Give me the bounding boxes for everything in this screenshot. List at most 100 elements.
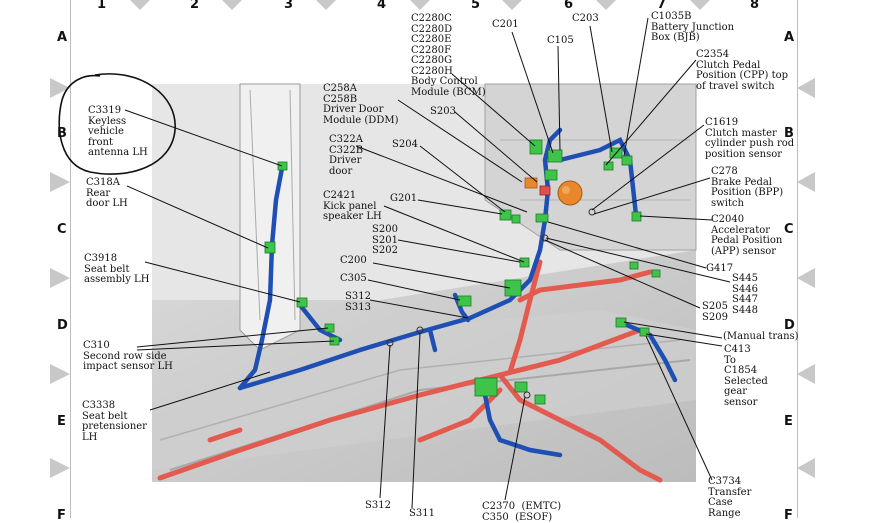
row-left-a: A <box>57 30 67 45</box>
label-line: LH <box>82 433 147 444</box>
label-line: vehicle <box>88 127 148 138</box>
label-c2370: C2370 (EMTC)C350 (ESOF) <box>482 502 561 523</box>
label-line: C258A <box>323 84 398 95</box>
label-line: Pedal Position <box>711 236 782 247</box>
label-line: G201 <box>390 194 417 205</box>
label-c200: C200 <box>340 256 367 267</box>
row-right-c: C <box>784 222 794 237</box>
label-line: S200 <box>372 225 398 236</box>
label-line: cylinder push rod <box>705 139 794 150</box>
label-line: S312 <box>345 292 371 303</box>
label-s204: S204 <box>392 140 418 151</box>
label-line: C322A <box>329 135 363 146</box>
label-line: C2370 (EMTC) <box>482 502 561 513</box>
row-left-c: C <box>57 222 67 237</box>
label-line: C2280C <box>411 14 486 25</box>
label-line: C203 <box>572 14 599 25</box>
label-c305: C305 <box>340 274 367 285</box>
label-line: S447 <box>732 295 758 306</box>
row-left-d: D <box>57 318 68 333</box>
label-line: C1619 <box>705 118 794 129</box>
label-line: C318A <box>86 178 128 189</box>
row-left-e: E <box>57 414 66 429</box>
label-line: C3338 <box>82 401 147 412</box>
label-line: Driver <box>329 156 363 167</box>
label-line: Module (BCM) <box>411 88 486 99</box>
label-line: S313 <box>345 303 371 314</box>
label-line: C1854 <box>724 366 768 377</box>
row-left-f: F <box>57 508 66 523</box>
label-line: C3734 <box>708 477 751 488</box>
label-line: pretensioner <box>82 422 147 433</box>
col-8: 8 <box>750 0 759 12</box>
row-right-e: E <box>784 414 793 429</box>
label-line: Driver Door <box>323 105 398 116</box>
label-line: gear <box>724 387 768 398</box>
col-3: 3 <box>284 0 293 12</box>
label-line: switch <box>711 199 783 210</box>
label-line: S205 <box>702 302 728 313</box>
label-line: C2280G <box>411 56 486 67</box>
label-line: C2040 <box>711 215 782 226</box>
label-line: door LH <box>86 199 128 210</box>
label-line: C305 <box>340 274 367 285</box>
label-line: C3319 <box>88 106 148 117</box>
label-line: position sensor <box>705 150 794 161</box>
label-line: C105 <box>547 36 574 47</box>
label-line: assembly LH <box>84 275 149 286</box>
label-line: C310 <box>83 341 173 352</box>
label-s312b: S312 <box>365 501 391 512</box>
label-line: C200 <box>340 256 367 267</box>
label-line: S202 <box>372 246 398 257</box>
label-line: Body Control <box>411 77 486 88</box>
label-line: Position (CPP) top <box>696 71 788 82</box>
label-line: G417 <box>706 264 733 275</box>
label-line: impact sensor LH <box>83 362 173 373</box>
col-4: 4 <box>377 0 386 12</box>
label-line: C2421 <box>323 191 382 202</box>
label-line: Box (BJB) <box>651 33 734 44</box>
label-line: C413 <box>724 345 768 356</box>
label-line: door <box>329 167 363 178</box>
col-5: 5 <box>471 0 480 12</box>
label-c203: C203 <box>572 14 599 25</box>
label-line: Module (DDM) <box>323 116 398 127</box>
label-line: (APP) sensor <box>711 247 782 258</box>
label-line: (Manual trans) <box>723 332 799 343</box>
label-s203: S203 <box>430 107 456 118</box>
col-2: 2 <box>190 0 199 12</box>
label-line: Range <box>708 509 751 520</box>
label-line: S204 <box>392 140 418 151</box>
row-right-f: F <box>784 508 793 523</box>
row-right-a: A <box>784 30 794 45</box>
row-left-b: B <box>57 126 67 141</box>
label-line: S203 <box>430 107 456 118</box>
label-line: C3918 <box>84 254 149 265</box>
label-g417: G417 <box>706 264 733 275</box>
label-c201: C201 <box>492 20 519 31</box>
label-line: S448 <box>732 306 758 317</box>
label-line: C278 <box>711 167 783 178</box>
label-g201: G201 <box>390 194 417 205</box>
label-line: sensor <box>724 398 768 409</box>
label-line: C1035B <box>651 12 734 23</box>
label-line: antenna LH <box>88 148 148 159</box>
label-line: of travel switch <box>696 82 788 93</box>
